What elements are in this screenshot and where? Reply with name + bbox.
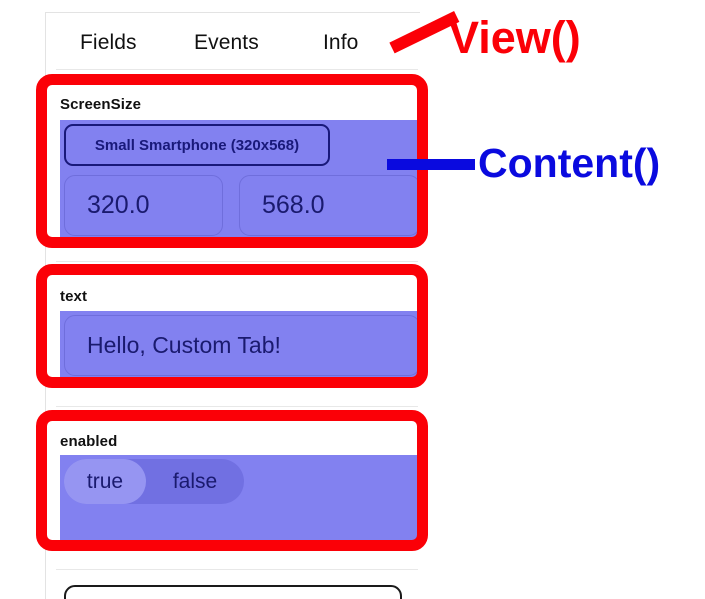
enabled-option-false[interactable]: false xyxy=(172,469,218,493)
inspector-panel: Fields Events Info ScreenSize Small Smar… xyxy=(45,12,420,599)
source-code-button[interactable]: Source Code xyxy=(64,585,402,599)
field-section-text: text Hello, Custom Tab! xyxy=(46,261,420,406)
tab-fields[interactable]: Fields xyxy=(80,31,137,54)
screensize-width-input[interactable]: 320.0 xyxy=(64,175,223,236)
enabled-option-true[interactable]: true xyxy=(64,459,146,504)
screensize-preset-select[interactable]: Small Smartphone (320x568) xyxy=(64,124,330,166)
text-input[interactable]: Hello, Custom Tab! xyxy=(64,315,420,376)
inspector-tabbar: Fields Events Info xyxy=(46,13,420,69)
field-section-screensize: ScreenSize Small Smartphone (320x568) 32… xyxy=(46,69,420,261)
section-separator xyxy=(56,69,418,70)
tab-info[interactable]: Info xyxy=(323,31,359,54)
section-separator-bottom xyxy=(56,569,418,570)
section-separator xyxy=(56,406,418,407)
field-label-text: text xyxy=(60,288,88,305)
enabled-segmented-control[interactable]: true false xyxy=(64,459,244,504)
field-label-enabled: enabled xyxy=(60,433,118,450)
field-label-screensize: ScreenSize xyxy=(60,96,142,113)
panel-top-border xyxy=(46,12,420,13)
field-section-enabled: enabled true false xyxy=(46,406,420,569)
section-separator xyxy=(56,261,418,262)
tab-events[interactable]: Events xyxy=(194,31,259,54)
view-annotation-label: View() xyxy=(449,12,581,63)
content-annotation-label: Content() xyxy=(478,140,661,186)
screensize-height-input[interactable]: 568.0 xyxy=(239,175,420,236)
